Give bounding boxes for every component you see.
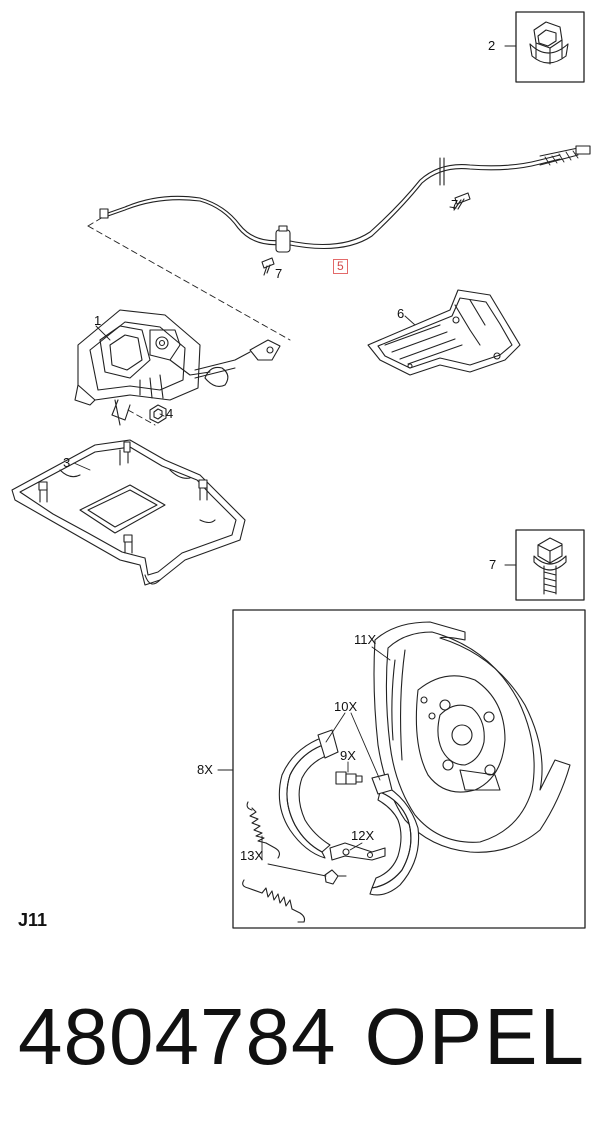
label-bolt-box: 7 — [489, 557, 497, 572]
label-pedal-nut: 4 — [166, 406, 174, 421]
brake-shoes — [278, 729, 420, 896]
adjuster — [335, 771, 363, 785]
label-shoes: 10X — [334, 699, 358, 714]
nut-detail-box — [504, 11, 585, 83]
brake-kit-box — [217, 609, 586, 929]
parking-brake-cable — [99, 145, 591, 253]
label-backing-plate: 11X — [354, 632, 377, 647]
label-springs: 13X — [240, 848, 264, 863]
label-bolt-lower: 7 — [275, 266, 283, 281]
label-bolt-upper: 7 — [451, 197, 459, 212]
brand-name: OPEL — [364, 992, 586, 1081]
guide-lines — [87, 216, 291, 426]
label-cable: 5 — [333, 259, 348, 274]
mounting-bracket-plate — [11, 439, 246, 586]
leader-lines — [73, 315, 416, 877]
label-lever: 12X — [351, 828, 375, 843]
pedal-nut — [149, 404, 167, 424]
label-bracket-plate: 3 — [63, 455, 71, 470]
backing-plate — [373, 621, 571, 853]
page-code: J11 — [18, 910, 48, 930]
heat-shield — [367, 289, 521, 376]
cable-bolts — [261, 192, 471, 276]
label-adjuster: 9X — [340, 748, 356, 763]
label-heat-shield: 6 — [397, 306, 405, 321]
label-pedal-assembly: 1 — [94, 313, 102, 328]
lever — [329, 842, 386, 861]
pedal-assembly — [74, 309, 281, 426]
part-number: 4804784 — [18, 992, 337, 1081]
label-brake-kit: 8X — [197, 762, 213, 777]
label-nut: 2 — [488, 38, 496, 53]
bolt-detail-box — [504, 529, 585, 601]
springs — [242, 801, 347, 923]
